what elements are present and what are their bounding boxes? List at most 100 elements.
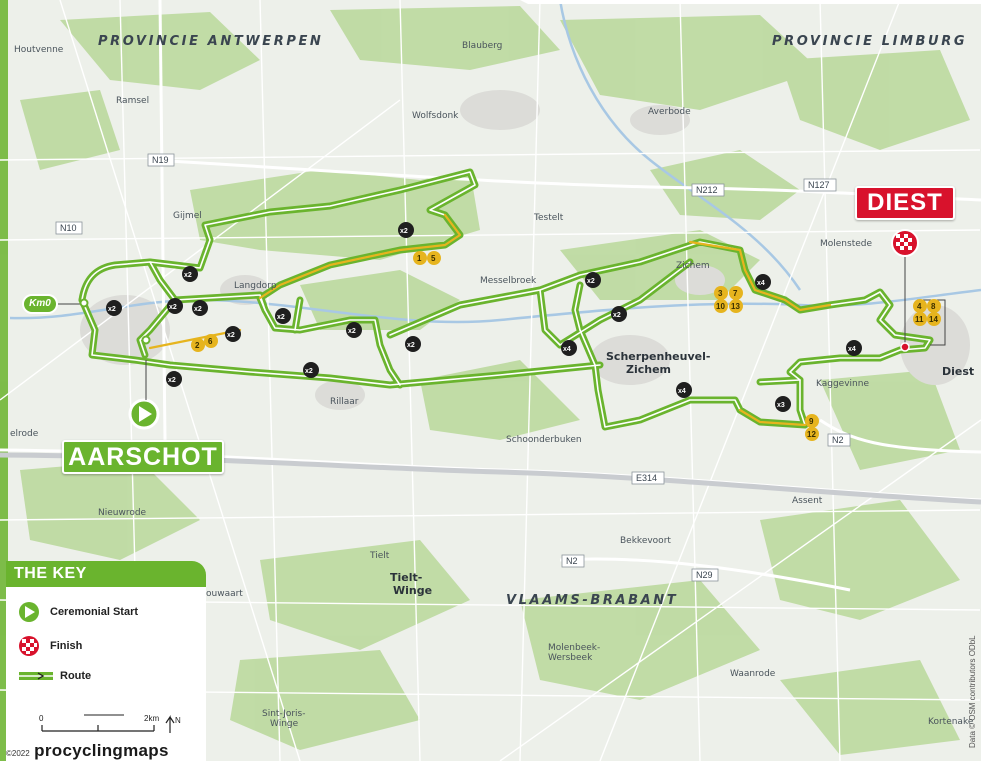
road-tag-n212: N212 <box>691 183 725 197</box>
svg-text:14: 14 <box>929 315 938 324</box>
svg-text:N212: N212 <box>696 185 718 195</box>
scale-end: 2km <box>144 714 159 723</box>
town-label: Winge <box>270 719 299 729</box>
town-zichem: Zichem <box>626 363 671 376</box>
finish-town-label: DIEST <box>855 186 955 220</box>
lap-badge: x2 <box>585 272 601 288</box>
svg-text:12: 12 <box>807 430 816 439</box>
town-label: Rillaar <box>330 397 359 407</box>
brand-year: ©2022 <box>6 749 30 758</box>
svg-text:6: 6 <box>208 337 213 346</box>
data-credit: Data © OSM contributors ODbL <box>968 635 977 748</box>
svg-text:x4: x4 <box>563 346 571 353</box>
svg-text:7: 7 <box>733 289 738 298</box>
svg-text:4: 4 <box>917 302 922 311</box>
road-tag-n29: N29 <box>691 568 719 582</box>
svg-text:x2: x2 <box>194 306 202 313</box>
lap-badge: x2 <box>166 371 182 387</box>
brand-name: procyclingmaps <box>34 741 169 760</box>
road-tag-n2: N2 <box>827 433 851 447</box>
svg-text:x2: x2 <box>613 312 621 319</box>
start-town-label: AARSCHOT <box>62 440 224 474</box>
svg-text:x2: x2 <box>348 328 356 335</box>
scale-zero: 0 <box>39 714 44 723</box>
region-vlaams-brabant: VLAAMS-BRABANT <box>506 593 678 608</box>
climb-badge: 6 <box>204 334 218 348</box>
town-label: Molenstede <box>820 239 872 249</box>
route-line-icon <box>19 672 53 680</box>
climb-badge: 11 <box>913 312 927 326</box>
svg-text:x4: x4 <box>757 280 765 287</box>
lap-badge: x2 <box>167 298 183 314</box>
lap-badge: x4 <box>676 382 692 398</box>
climb-badge: 2 <box>191 338 205 352</box>
town-label: Waanrode <box>730 669 776 679</box>
lap-badges: x2 x2 x2 x2 x2 x2 x2 x2 x2 x2 x2 x2 x2 x… <box>106 222 862 412</box>
legend-route-row: Route <box>18 665 91 687</box>
town-label: Gijmel <box>173 211 202 221</box>
lap-badge: x2 <box>275 308 291 324</box>
svg-text:9: 9 <box>809 417 814 426</box>
region-limburg: PROVINCIE LIMBURG <box>772 34 967 49</box>
town-label: Kortenake <box>928 717 974 727</box>
svg-text:1: 1 <box>417 254 422 263</box>
town-tielt-winge-2: Winge <box>393 584 432 597</box>
town-label: Messelbroek <box>480 276 537 286</box>
town-label: ouwaart <box>206 589 243 599</box>
lap-badge: x4 <box>846 340 862 356</box>
svg-text:11: 11 <box>915 315 924 324</box>
climb-badge: 8 <box>927 299 941 313</box>
town-label: Zichem <box>676 261 710 271</box>
svg-text:E314: E314 <box>636 473 657 483</box>
svg-text:x3: x3 <box>777 402 785 409</box>
svg-text:x2: x2 <box>108 306 116 313</box>
svg-text:x2: x2 <box>407 342 415 349</box>
town-label: Nieuwrode <box>98 508 147 518</box>
town-label: Schoonderbuken <box>506 435 582 445</box>
climb-badge: 5 <box>427 251 441 265</box>
north-arrow-icon <box>165 715 175 733</box>
route-line <box>78 168 934 431</box>
town-label: Houtvenne <box>14 45 64 55</box>
climb-badge: 3 <box>714 286 728 300</box>
town-label: Wolfsdonk <box>412 111 459 121</box>
road-tag-n10: N10 <box>55 221 83 235</box>
legend-route-label: Route <box>60 670 92 682</box>
start-icon <box>19 602 39 622</box>
town-label: Ramsel <box>116 96 149 106</box>
lap-badge: x2 <box>182 266 198 282</box>
lap-badge: x2 <box>405 336 421 352</box>
svg-text:x2: x2 <box>169 304 177 311</box>
town-label: Tielt <box>369 551 390 561</box>
town-label: Averbode <box>648 107 691 117</box>
legend-title: THE KEY <box>6 561 206 587</box>
lap-badge: x4 <box>755 274 771 290</box>
legend-start-row: Ceremonial Start <box>18 601 138 623</box>
lap-badge: x2 <box>611 306 627 322</box>
frame-edge <box>520 0 981 4</box>
town-label: Molenbeek- <box>548 643 600 653</box>
town-label: elrode <box>10 429 39 439</box>
svg-text:N2: N2 <box>832 435 844 445</box>
lap-badge: x2 <box>192 300 208 316</box>
svg-text:x4: x4 <box>848 346 856 353</box>
town-labels: Houtvenne Blauberg Ramsel Wolfsdonk Aver… <box>10 41 974 729</box>
lap-badge: x2 <box>106 300 122 316</box>
climb-badge: 13 <box>729 299 743 313</box>
svg-text:N127: N127 <box>808 180 830 190</box>
km0-marker[interactable] <box>58 298 89 308</box>
town-label: Kaggevinne <box>816 379 869 389</box>
start-marker[interactable] <box>128 335 160 430</box>
lap-badge: x3 <box>775 396 791 412</box>
svg-text:x2: x2 <box>168 377 176 384</box>
town-label: Wersbeek <box>548 653 593 663</box>
lap-badge: x2 <box>346 322 362 338</box>
town-label: Sint-Joris- <box>262 709 306 719</box>
legend-finish-row: Finish <box>18 635 82 657</box>
svg-text:x2: x2 <box>277 314 285 321</box>
svg-text:x2: x2 <box>227 332 235 339</box>
svg-text:13: 13 <box>731 302 740 311</box>
town-label: Assent <box>792 496 823 506</box>
svg-text:10: 10 <box>716 302 725 311</box>
svg-text:x4: x4 <box>678 388 686 395</box>
